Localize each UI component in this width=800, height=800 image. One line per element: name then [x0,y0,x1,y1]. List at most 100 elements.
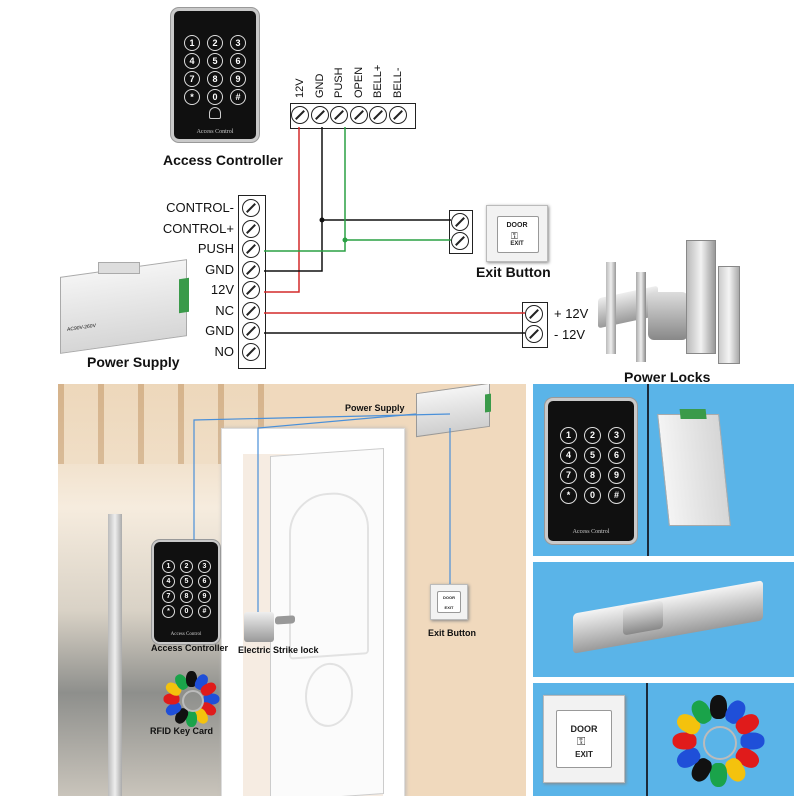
keypad-key[interactable]: 7 [162,590,175,603]
keypad-key[interactable]: # [198,605,211,618]
power-supply-terminal-label: 12V [210,282,234,297]
keypad-key[interactable]: 7 [184,71,200,87]
keypad-key[interactable]: 0 [584,487,601,504]
power-supply-terminal [242,199,260,217]
access-controller-terminal [291,106,309,124]
panel-divider [647,384,649,556]
scene-strike-lock [244,612,274,642]
keypad-key[interactable]: 6 [608,447,625,464]
keypad-key[interactable]: 6 [198,575,211,588]
power-supply-terminal [242,322,260,340]
power-supply-terminal [242,342,260,361]
power-supply-terminal [242,281,260,299]
panel-keypad-brand: Access Control [572,529,610,535]
scene-cables [193,413,451,612]
keypad-key[interactable]: 5 [584,447,601,464]
scene-exit-door-text: DOOR [443,595,455,600]
access-controller-terminal [388,106,407,124]
rfid-key-fob [185,671,197,687]
magnetic-lock [686,240,716,354]
keypad-key[interactable]: 4 [162,575,175,588]
scene-exit-button-label: Exit Button [428,628,476,638]
wiring [264,127,525,334]
keypad-key[interactable]: # [230,89,246,105]
panel-exit-door-text: DOOR [570,724,598,734]
keypad-key[interactable]: 1 [560,427,577,444]
keypad-key[interactable]: 2 [584,427,601,444]
power-supply-terminal [242,260,260,279]
exit-button-caption: Exit Button [476,264,551,280]
access-controller-terminal [330,106,348,124]
power-supply-mount-tab [98,262,140,274]
panel-strike-lock [533,562,794,677]
keypad-key[interactable]: 2 [207,35,223,51]
access-controller-caption: Access Controller [163,152,283,168]
keypad-key[interactable]: 8 [207,71,223,87]
keypad-key[interactable]: 3 [230,35,246,51]
exit-button-terminal-2 [451,232,469,250]
keypad-key[interactable]: 1 [162,560,175,573]
keypad-key[interactable]: 0 [180,605,193,618]
wire-push [264,127,346,252]
panel-exit-and-cards: DOOR ⚿ EXIT [533,683,794,796]
keypad-key[interactable]: * [560,487,577,504]
keypad-key[interactable]: 2 [180,560,193,573]
bell-icon [209,107,221,119]
keypad-key[interactable]: 5 [207,53,223,69]
key-icon: ⚿ [511,231,518,241]
panel-power-supply [657,409,731,526]
keypad-key[interactable]: 9 [198,590,211,603]
keypad-key[interactable]: 4 [184,53,200,69]
key-ring [702,725,738,761]
keypad-key[interactable]: # [608,487,625,504]
exit-button-terminal-1 [451,213,469,231]
panel-divider-2 [646,683,648,796]
keypad-key[interactable]: 8 [584,467,601,484]
lock-terminal-plus [525,305,543,323]
rfid-key-fob [709,695,727,719]
keypad-key[interactable]: 6 [230,53,246,69]
scene-exit-exit-text: EXIT [444,605,454,610]
scene-rfid-label: RFID Key Card [150,726,214,736]
keypad-key[interactable]: 1 [184,35,200,51]
power-supply-terminal-label: CONTROL+ [162,220,234,236]
keypad-key[interactable]: 5 [180,575,193,588]
access-controller-terminal [310,106,329,124]
rfid-key-fob [672,732,696,750]
pillar [108,514,122,796]
wire-12v [264,127,300,293]
access-controller-terminal [369,106,387,124]
lock-terminal-minus [525,325,543,343]
power-supply-caption: Power Supply [87,354,180,370]
exit-button-image: DOOR ⚿ EXIT [486,205,548,262]
power-supply-terminal-label: GND [205,261,234,277]
exit-button-door-text: DOOR [506,222,528,229]
keypad-key[interactable]: 7 [560,467,577,484]
scene-rfid-cards [156,669,226,729]
key-ring [182,690,204,712]
keypad-key[interactable]: 9 [608,467,625,484]
keypad-key[interactable]: * [162,605,175,618]
panel-exit-exit-text: EXIT [575,750,593,759]
power-supply-terminal-label: PUSH [197,241,234,256]
keypad-key[interactable]: 8 [180,590,193,603]
keypad-key[interactable]: 3 [608,427,625,444]
lock-minus-label: - 12V [554,327,586,342]
panel-rfid-cards [663,691,773,791]
lock-plus-label: + 12V [554,306,589,321]
keypad-key[interactable]: 3 [198,560,211,573]
keypad-key[interactable]: 4 [560,447,577,464]
scene-power-supply-label: Power Supply [345,403,405,413]
power-supply-terminal [242,219,260,238]
scene-access-controller-label: Access Controller [151,643,229,653]
panel-key-icon: ⚿ [577,736,586,748]
keypad-key[interactable]: * [184,89,200,105]
keypad-key[interactable]: 0 [207,89,223,105]
keypad-brand: Access Control [196,129,234,135]
power-supply-terminal-label: NO [214,343,235,359]
power-supply-terminal-label: NC [215,302,234,318]
keypad-key[interactable]: 9 [230,71,246,87]
scene-strike-lock-label: Electric Strike lock [238,645,319,655]
